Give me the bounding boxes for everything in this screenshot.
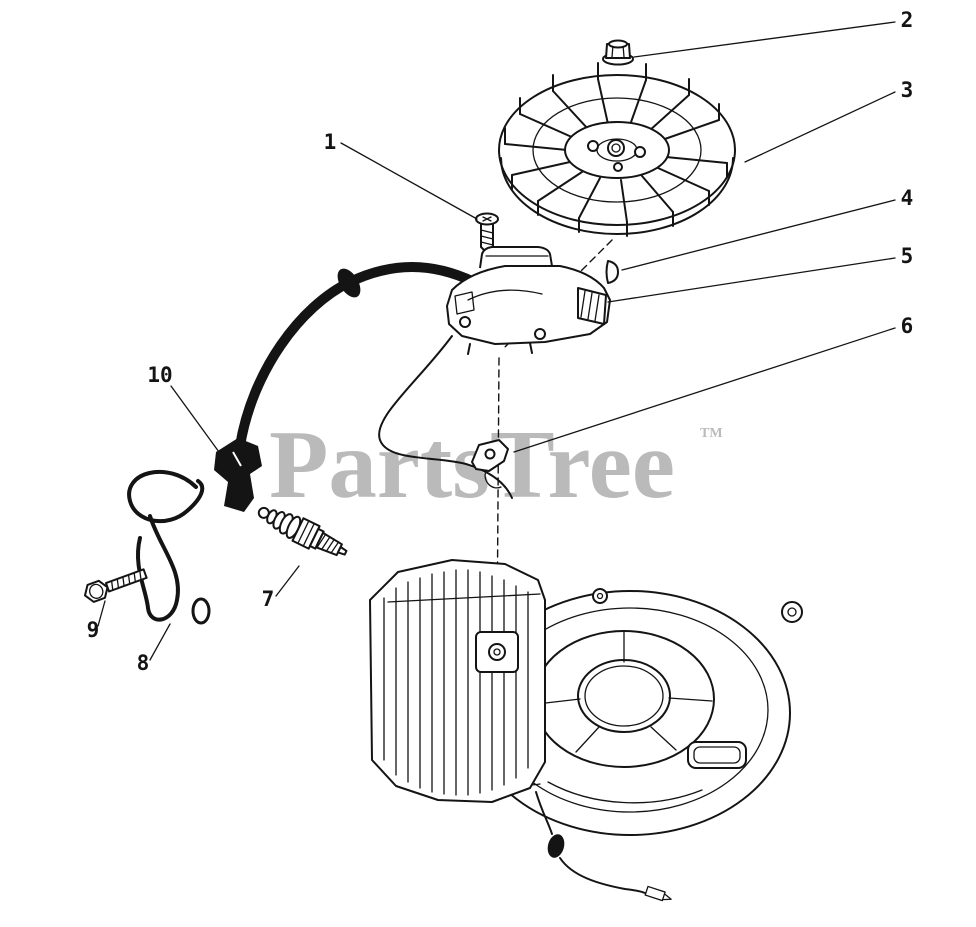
leader-lines xyxy=(97,21,896,661)
retainer-clip xyxy=(127,469,211,625)
callout-3: 3 xyxy=(901,78,914,102)
leader-line-5 xyxy=(607,257,896,303)
callout-1: 1 xyxy=(324,130,337,154)
leader-line-8 xyxy=(149,623,171,661)
spark-plug-boot xyxy=(214,438,262,512)
ground-wire xyxy=(378,335,513,499)
callout-10: 10 xyxy=(147,363,172,387)
flange-nut xyxy=(602,39,634,66)
bolt-boss xyxy=(781,601,803,623)
callout-numbers: 1 2 3 4 5 6 7 8 9 10 xyxy=(87,8,914,675)
engine-crankcase xyxy=(469,588,803,836)
callout-6: 6 xyxy=(901,314,914,338)
mounting-screw xyxy=(475,212,499,254)
callout-9: 9 xyxy=(87,618,100,642)
wire-clamp xyxy=(471,439,509,489)
watermark-text: PartsTree xyxy=(269,411,675,518)
fan-blade-tips xyxy=(504,62,728,237)
callout-5: 5 xyxy=(901,244,914,268)
leader-line-4 xyxy=(621,199,896,271)
cylinder-fins xyxy=(369,559,546,803)
mounting-bolt xyxy=(83,568,148,603)
flywheel xyxy=(498,62,736,237)
leader-line-9 xyxy=(97,600,106,627)
leader-line-6 xyxy=(513,327,896,453)
callout-8: 8 xyxy=(137,651,150,675)
watermark: PartsTree TM xyxy=(269,411,722,518)
flywheel-key xyxy=(605,260,619,284)
watermark-tm: TM xyxy=(700,426,723,441)
leader-line-3 xyxy=(744,91,896,163)
callout-7: 7 xyxy=(262,587,275,611)
callout-4: 4 xyxy=(901,186,914,210)
leader-line-2 xyxy=(633,21,896,58)
spark-plug-wire xyxy=(235,262,479,451)
callout-2: 2 xyxy=(901,8,914,32)
housing-tab xyxy=(687,741,747,769)
leader-line-7 xyxy=(275,565,300,597)
spark-plug xyxy=(257,506,348,557)
wire-grommet-upper xyxy=(337,268,361,298)
stop-wire xyxy=(535,791,672,902)
leader-line-1 xyxy=(340,142,478,220)
wire-connector xyxy=(644,885,672,902)
ignition-coil xyxy=(446,246,611,355)
wire-grommet xyxy=(547,834,565,858)
leader-line-10 xyxy=(170,385,220,453)
fan-blades xyxy=(504,78,728,223)
